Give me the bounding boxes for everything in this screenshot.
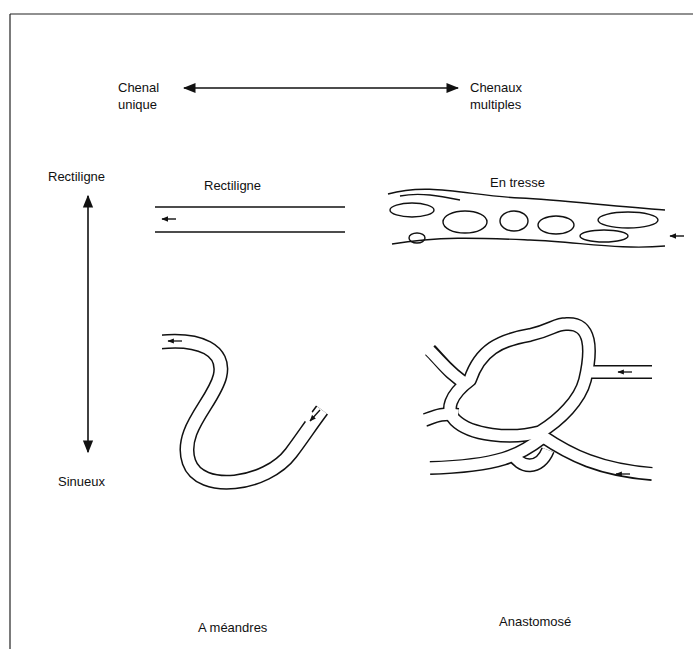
pattern-label: Rectiligne <box>204 177 304 194</box>
anastomosed-channels <box>422 324 655 474</box>
meandering-channel <box>150 341 322 482</box>
braided-channel <box>388 189 684 247</box>
frame <box>10 14 693 649</box>
axis-label: Chenaux multiples <box>470 79 536 113</box>
straight-channel <box>155 207 345 232</box>
axis-arrow <box>184 87 458 89</box>
pattern-label: Anastomosé <box>499 613 609 630</box>
pattern-label: En tresse <box>490 174 590 191</box>
axis-label: Chenal unique <box>118 79 170 113</box>
axis-label: Rectiligne <box>48 168 138 185</box>
axis-arrow <box>87 196 89 452</box>
axis-label: Sinueux <box>58 473 138 490</box>
pattern-label: A méandres <box>198 619 308 636</box>
